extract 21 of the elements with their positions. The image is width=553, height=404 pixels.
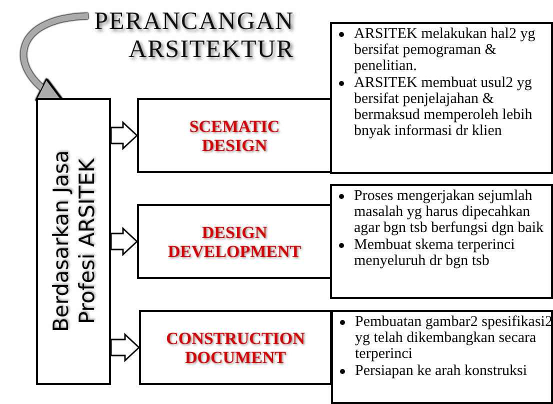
- phase-title: SCEMATIC DESIGN: [188, 116, 281, 154]
- bullet-text: Membuat skema terperinci menyeluruh dr bgn tsb: [354, 236, 515, 269]
- bullet-text: ARSITEK melakukan hal2 yg bersifat pemograman & penelitian.: [354, 26, 536, 74]
- phase-title: DESIGN DEVELOPMENT: [166, 222, 302, 260]
- description-box: [330, 22, 553, 174]
- phase-box: [137, 98, 332, 173]
- bullet-text: Pembuatan gambar2 spesifikasi2 yg telah dikembangkan secara terperinci: [355, 314, 552, 362]
- description-box: [331, 310, 553, 404]
- block-arrow: [110, 332, 140, 362]
- side-box: [36, 98, 111, 385]
- phase-title: CONSTRUCTION DOCUMENT: [165, 328, 306, 366]
- block-arrow: [110, 226, 138, 256]
- block-arrow: [110, 120, 138, 150]
- description-box: [330, 184, 553, 299]
- rotated-label: Berdasarkan Jasa Profesi ARSITEK: [48, 150, 100, 334]
- bullet-text: ARSITEK membuat usul2 yg bersifat penjelajahan & bermaksud memperoleh lebih bnyak informasi dr klien: [354, 74, 532, 140]
- heading-text: PERANCANGAN ARSITEKTUR: [88, 8, 294, 70]
- phase-box: [139, 310, 332, 385]
- bullet-text: Proses mengerjakan sejumlah masalah yg harus dipecahkan agar bgn tsb berfungsi dgn baik: [354, 188, 544, 236]
- bullet-text: Persiapan ke arah konstruksi: [355, 362, 528, 379]
- phase-box: [137, 204, 332, 279]
